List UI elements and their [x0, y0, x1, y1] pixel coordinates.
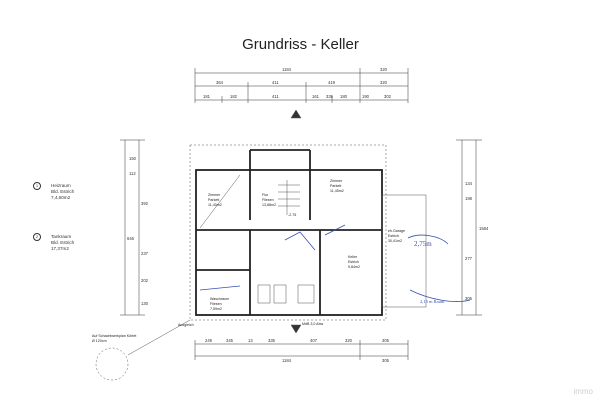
dim-bot-13: 13	[248, 338, 253, 343]
dim-bot-335: 335	[268, 338, 276, 343]
room-floor: Fliesen	[210, 302, 222, 306]
room-floor: Fliesen	[262, 198, 274, 202]
room-area: 7,59m2	[210, 307, 222, 311]
dim-left-392: 392	[141, 201, 149, 206]
room-name: Zimmer	[330, 179, 343, 183]
dim-left-150: 150	[129, 156, 137, 161]
legend-room-area: 7,4,60m2	[51, 195, 71, 200]
room-waschraum: Waschraum Fliesen 7,59m2	[210, 297, 229, 311]
room-area: 13,88m2	[262, 203, 276, 207]
legend-number: 2	[33, 233, 41, 241]
room-floor: Parkett	[330, 184, 341, 188]
dim-bot-320: 320	[345, 338, 353, 343]
dim-bot-305b: 305	[382, 358, 390, 363]
room-name: eh.Garage	[388, 229, 405, 233]
dim-top-181: 181	[203, 94, 211, 99]
legend-text: Tankraum Bld. Estrich 17,37m2	[51, 234, 74, 252]
dim-bot-249: 249	[205, 338, 213, 343]
dim-bot-305: 305	[382, 338, 390, 343]
dim-top-320: 320	[380, 67, 388, 72]
dim-top-335: 335	[326, 94, 334, 99]
note-corner: Auf Schachtwerkplan Körtet	[92, 334, 136, 338]
room-zimmer-right: Zimmer Parkett 11,45m2	[330, 179, 344, 193]
dim-right-1584: 1584	[479, 226, 489, 231]
dim-bot-407: 407	[310, 338, 318, 343]
dim-left-130: 130	[141, 301, 149, 306]
watermark: immo	[573, 387, 593, 396]
room-keller: Keller Estrich 9,84m2	[348, 255, 360, 269]
dim-bot-1184: 1184	[282, 358, 292, 363]
room-name: Waschraum	[210, 297, 229, 301]
dim-right-305: 305	[465, 296, 473, 301]
dim-top-1184: 1184	[282, 67, 292, 72]
dim-left-646: 646	[127, 236, 135, 241]
dim-left-237: 237	[141, 251, 149, 256]
dim-top-302: 302	[384, 94, 392, 99]
dim-top-161: 161	[312, 94, 320, 99]
legend-room-name: Tankraum	[51, 234, 72, 239]
room-flur: Flur Fliesen 13,88m2 -2.75	[262, 193, 296, 217]
dim-top-419: 419	[328, 80, 336, 85]
room-area: 11,40m2	[208, 203, 222, 207]
dim-right-198: 198	[465, 196, 473, 201]
dim-top-320b: 320	[380, 80, 388, 85]
room-name: Zimmer	[208, 193, 221, 197]
dim-top-364: 364	[216, 80, 224, 85]
page-title: Grundriss - Keller	[242, 36, 359, 53]
note-corner-2: Ø 120cm	[92, 339, 107, 343]
dim-right-277: 277	[465, 256, 473, 261]
room-level: -2.75	[288, 213, 296, 217]
legend-room-floor: Bld. Estrich	[51, 240, 75, 245]
dim-top-180: 180	[340, 94, 348, 99]
dim-top-411b: 411	[272, 94, 279, 99]
handwriting-label-1: 2,75m	[414, 240, 432, 248]
legend-room-floor: Bld. Estrich	[51, 189, 75, 194]
dim-left-202: 202	[141, 278, 149, 283]
room-name: Flur	[262, 193, 269, 197]
dim-top-190: 190	[362, 94, 370, 99]
dim-bot-345: 345	[226, 338, 234, 343]
room-floor: Parkett	[208, 198, 219, 202]
legend-room-area: 17,37m2	[51, 246, 69, 251]
dim-top-182: 182	[230, 94, 238, 99]
room-zimmer-left: Zimmer Parkett 11,40m2	[208, 193, 222, 207]
room-floor: Estrich	[388, 234, 399, 238]
note-ausgleich: Ausgleich	[178, 323, 194, 327]
legend-number: 1	[33, 182, 41, 190]
room-garage: eh.Garage Estrich 30,41m2	[388, 229, 405, 243]
handwriting-label-2: 2,15 m Raum	[420, 299, 445, 305]
room-floor: Estrich	[348, 260, 359, 264]
room-area: 30,41m2	[388, 239, 402, 243]
room-area: 9,84m2	[348, 265, 360, 269]
legend-room-name: Heizraum	[51, 183, 71, 188]
room-name: Keller	[348, 255, 358, 259]
room-area: 11,45m2	[330, 189, 344, 193]
dim-left-112: 112	[129, 171, 136, 176]
dim-right-134: 134	[465, 181, 473, 186]
dim-top-411: 411	[272, 80, 279, 85]
legend-text: Heizraum Bld. Estrich 7,4,60m2	[51, 183, 74, 201]
note-bottom: MdB 3,0 Abw	[302, 322, 324, 326]
